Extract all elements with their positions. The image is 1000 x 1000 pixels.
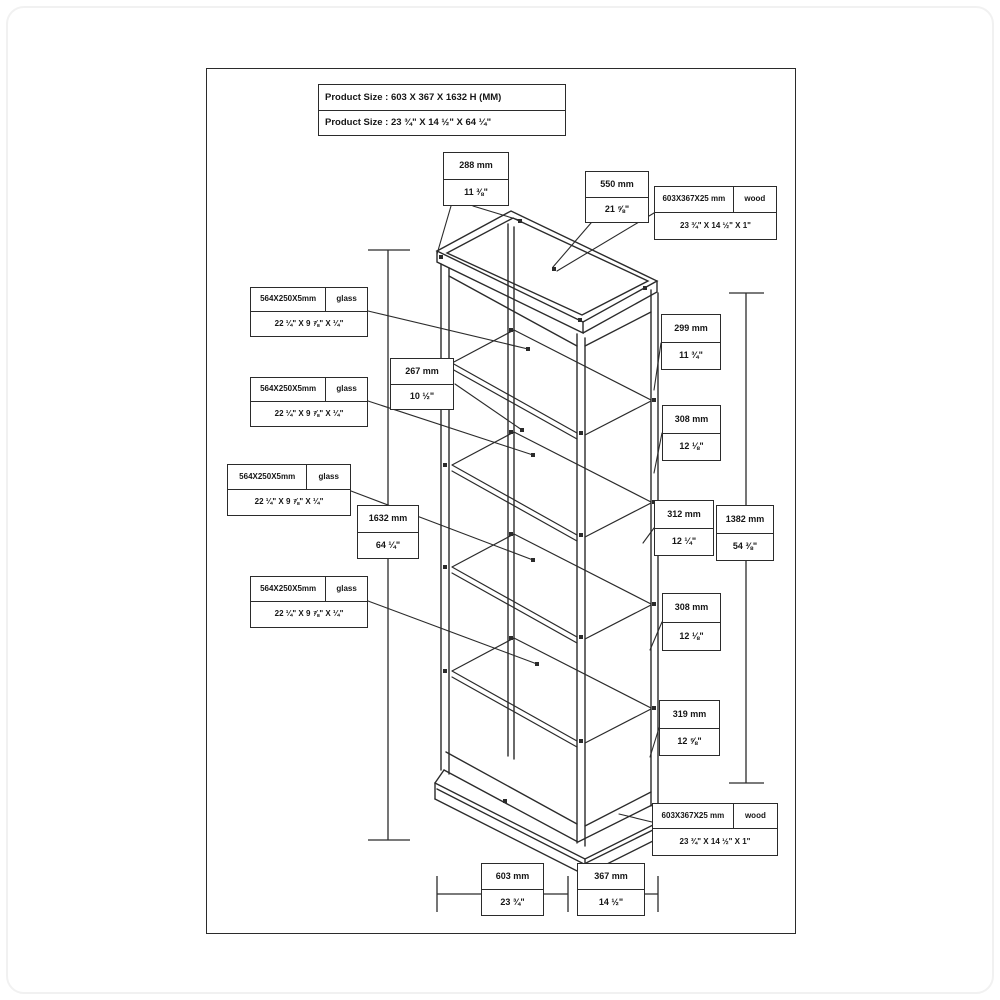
glass-2-size: 564X250X5mm [260, 384, 317, 394]
bottom-panel-size: 603X367X25 mm [661, 811, 725, 820]
callout-gap-312: 312 mm 12 ¼" [654, 500, 714, 556]
gap-308-lower-mm: 308 mm [674, 602, 709, 613]
height-1632-mm: 1632 mm [368, 513, 408, 524]
glass-1-inch: 22 ¼" X 9 ⅞" X ¼" [251, 310, 367, 337]
callout-depth-267: 267 mm 10 ½" [390, 358, 454, 410]
callout-gap-319: 319 mm 12 ⅝" [659, 700, 720, 756]
height-1382-inch: 54 ⅜" [717, 532, 773, 561]
callout-glass-3: 564X250X5mm glass 22 ¼" X 9 ⅞" X ¼" [227, 464, 351, 516]
width-603-mm: 603 mm [495, 871, 530, 881]
glass-3-material: glass [306, 464, 350, 490]
top-panel-size: 603X367X25 mm [662, 194, 726, 204]
callout-width-603: 603 mm 23 ¾" [481, 863, 544, 916]
gap-312-mm: 312 mm [667, 508, 701, 519]
top-diagonal-inch: 21 ⅝" [586, 196, 648, 223]
glass-2-material: glass [325, 377, 367, 402]
callout-height-1632: 1632 mm 64 ¼" [357, 505, 419, 559]
callout-bottom-panel: 603X367X25 mm wood 23 ¾" X 14 ½" X 1" [652, 803, 778, 856]
bottom-panel-inch: 23 ¾" X 14 ½" X 1" [653, 828, 777, 855]
glass-4-inch: 22 ¼" X 9 ⅞" X ¼" [251, 600, 367, 628]
product-size-inch: Product Size : 23 ¾" X 14 ½" X 64 ¼" [319, 109, 565, 136]
glass-3-size: 564X250X5mm [239, 471, 296, 481]
height-1382-mm: 1382 mm [725, 513, 765, 524]
callout-glass-2: 564X250X5mm glass 22 ¼" X 9 ⅞" X ¼" [250, 377, 368, 427]
bottom-panel-material: wood [732, 803, 777, 829]
depth-367-inch: 14 ½" [578, 889, 644, 915]
top-width-mm: 288 mm [459, 160, 493, 171]
glass-1-size: 564X250X5mm [260, 294, 317, 304]
top-diagonal-mm: 550 mm [600, 178, 634, 189]
glass-3-inch: 22 ¼" X 9 ⅞" X ¼" [228, 488, 350, 516]
gap-312-inch: 12 ¼" [655, 527, 713, 556]
width-603-inch: 23 ¾" [482, 889, 543, 915]
top-panel-material: wood [732, 186, 776, 213]
gap-308-upper-mm: 308 mm [674, 413, 709, 424]
gap-299-inch: 11 ¾" [662, 341, 720, 370]
gap-319-mm: 319 mm [672, 708, 707, 719]
gap-299-mm: 299 mm [674, 322, 708, 333]
glass-2-inch: 22 ¼" X 9 ⅞" X ¼" [251, 400, 367, 427]
callout-gap-299: 299 mm 11 ¾" [661, 314, 721, 370]
glass-4-material: glass [325, 576, 367, 602]
gap-319-inch: 12 ⅝" [660, 727, 719, 756]
callout-top-width: 288 mm 11 ⅜" [443, 152, 509, 206]
gap-308-upper-inch: 12 ⅛" [663, 432, 720, 461]
top-width-inch: 11 ⅜" [444, 178, 508, 206]
drawing-border [206, 68, 796, 934]
glass-4-size: 564X250X5mm [260, 583, 317, 593]
depth-267-inch: 10 ½" [391, 383, 453, 410]
callout-depth-367: 367 mm 14 ½" [577, 863, 645, 916]
product-size-mm: Product Size : 603 X 367 X 1632 H (MM) [325, 91, 502, 103]
callout-gap-308-upper: 308 mm 12 ⅛" [662, 405, 721, 461]
callout-glass-1: 564X250X5mm glass 22 ¼" X 9 ⅞" X ¼" [250, 287, 368, 337]
depth-267-mm: 267 mm [405, 365, 439, 376]
callout-glass-4: 564X250X5mm glass 22 ¼" X 9 ⅞" X ¼" [250, 576, 368, 628]
glass-1-material: glass [325, 287, 367, 312]
callout-top-panel: 603X367X25 mm wood 23 ¾" X 14 ½" X 1" [654, 186, 777, 240]
title-block: Product Size : 603 X 367 X 1632 H (MM) P… [318, 84, 566, 136]
callout-height-1382: 1382 mm 54 ⅜" [716, 505, 774, 561]
gap-308-lower-inch: 12 ⅛" [663, 621, 720, 651]
callout-top-diagonal: 550 mm 21 ⅝" [585, 171, 649, 223]
depth-367-mm: 367 mm [594, 871, 628, 881]
height-1632-inch: 64 ¼" [358, 531, 418, 559]
top-panel-inch: 23 ¾" X 14 ½" X 1" [655, 211, 776, 240]
callout-gap-308-lower: 308 mm 12 ⅛" [662, 593, 721, 651]
